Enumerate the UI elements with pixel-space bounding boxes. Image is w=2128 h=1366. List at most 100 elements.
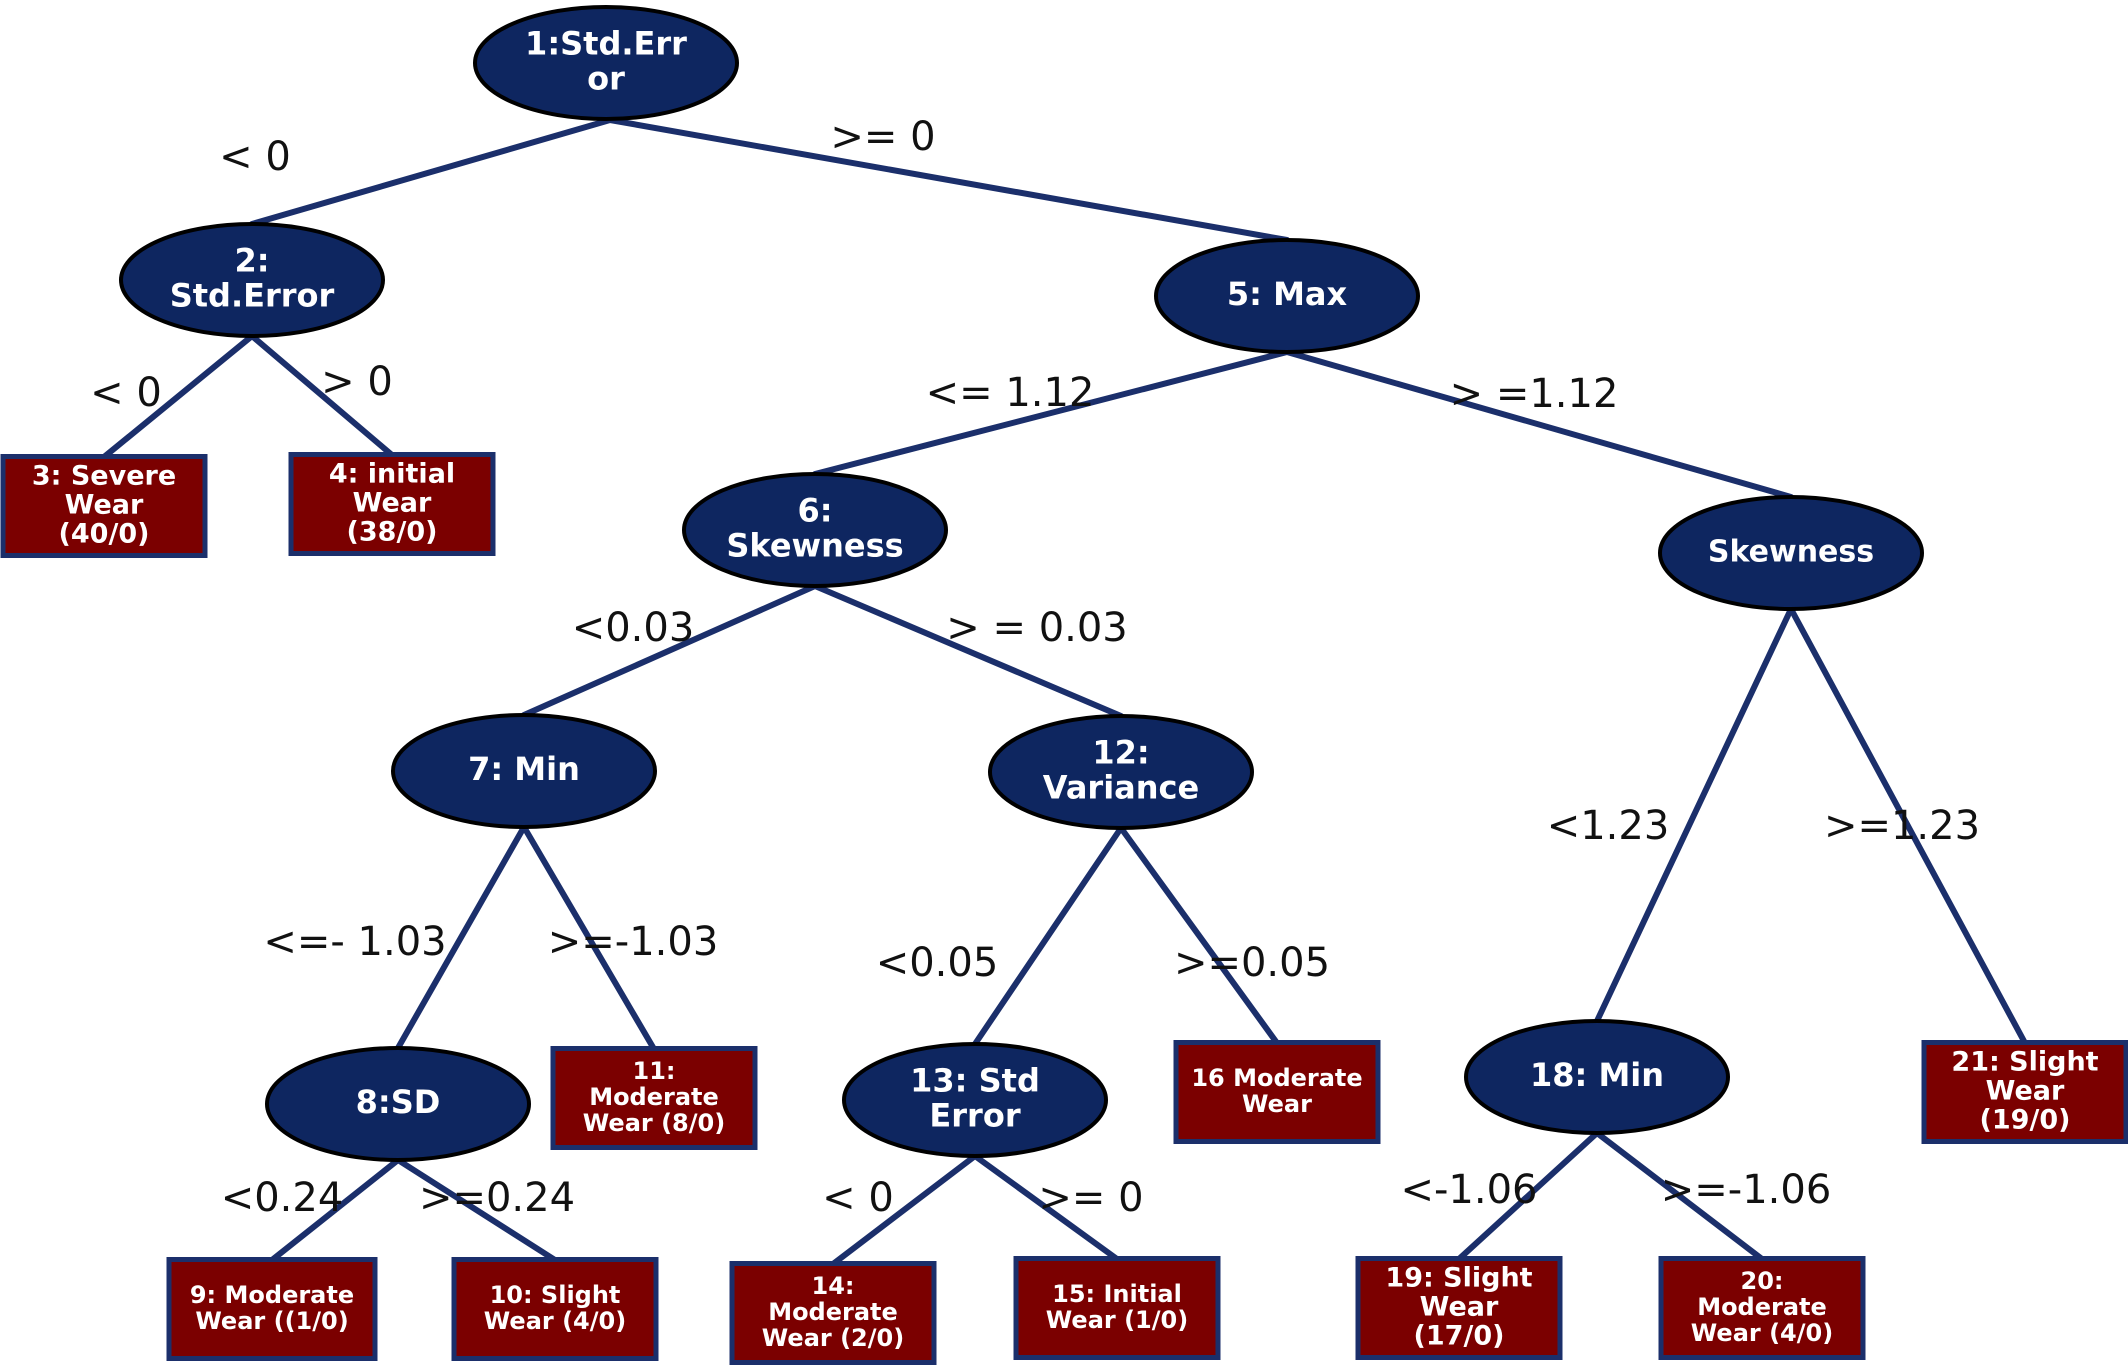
node-box	[1921, 1040, 2128, 1144]
edge-label-n13-n15: >= 0	[1038, 1175, 1143, 1221]
edge-n13-n14	[830, 1153, 978, 1267]
node-label-line: 7: Min	[468, 750, 580, 788]
node-box	[166, 1257, 378, 1361]
node-label-line: Std.Error	[170, 276, 335, 314]
edge-n1-n2	[249, 117, 613, 227]
node-label-line: 12:	[1092, 734, 1149, 772]
edge-n6-n7	[521, 583, 818, 718]
node-ellipse	[1464, 1019, 1730, 1135]
edge-label-n2-n3: < 0	[90, 370, 162, 416]
edge-n18-n20	[1594, 1130, 1765, 1262]
node-label-line: 5: Max	[1227, 275, 1348, 313]
node-label-line: 16 Moderate	[1191, 1064, 1362, 1092]
node-box	[1355, 1256, 1563, 1360]
node-ellipse	[988, 714, 1254, 830]
node-label-line: 6:	[797, 492, 832, 530]
node-label-line: (40/0)	[59, 519, 150, 550]
edge-n1-n5	[607, 117, 1290, 243]
node-ellipse	[119, 222, 385, 338]
node-label-line: 4: initial	[329, 458, 455, 489]
edge-label-n5-n6: <= 1.12	[926, 370, 1095, 416]
node-label-line: 18: Min	[1530, 1056, 1664, 1094]
node-label-line: Wear (8/0)	[583, 1109, 725, 1137]
node-ellipse	[682, 472, 948, 588]
node-label-line: Wear	[1986, 1076, 2065, 1107]
node-label-line: (19/0)	[1980, 1105, 2071, 1136]
edge-nskew-n18	[1594, 606, 1794, 1024]
node-ellipse	[1658, 495, 1924, 611]
node-label-line: 3: Severe	[32, 460, 176, 491]
node-label-line: Wear ((1/0)	[195, 1307, 348, 1335]
edge-label-n5-nskew: > =1.12	[1450, 371, 1619, 417]
node-label-line: 21: Slight	[1951, 1046, 2098, 1077]
edge-label-nskew-n21: >=1.23	[1824, 803, 1980, 849]
node-ellipse	[473, 5, 739, 121]
edge-label-n2-n4: > 0	[321, 359, 393, 405]
node-label-line: or	[587, 59, 625, 97]
node-label-line: Wear (4/0)	[484, 1307, 626, 1335]
node-box	[451, 1257, 659, 1361]
node-label-line: Moderate	[768, 1298, 898, 1326]
node-ellipse	[842, 1042, 1108, 1158]
node-box	[729, 1261, 937, 1365]
edge-n2-n4	[249, 333, 395, 458]
node-label-line: 2:	[234, 242, 269, 280]
node-label-line: 1:Std.Err	[525, 25, 687, 63]
edge-n8-n10	[395, 1157, 558, 1263]
node-label-line: 14:	[812, 1272, 855, 1300]
node-label-line: Skewness	[726, 526, 903, 564]
node-ellipse	[1154, 238, 1420, 354]
node-label-line: 19: Slight	[1385, 1262, 1532, 1293]
edge-label-n8-n9: <0.24	[221, 1175, 344, 1221]
node-label-line: 15: Initial	[1052, 1280, 1182, 1308]
node-label-line: 13: Std	[910, 1062, 1040, 1100]
edge-n5-nskew	[1284, 349, 1794, 500]
node-box	[0, 454, 208, 558]
decision-node-nskew: Skewness	[1658, 495, 1924, 611]
node-label-line: 11:	[633, 1057, 676, 1085]
edge-label-n12-n13: <0.05	[876, 940, 999, 986]
node-label-line: Wear (4/0)	[1691, 1319, 1833, 1347]
decision-node-n5: 5: Max	[1154, 238, 1420, 354]
node-label-line: 10: Slight	[490, 1281, 621, 1309]
node-label-line: Wear (2/0)	[762, 1324, 904, 1352]
edge-label-n12-n16: >=0.05	[1174, 940, 1330, 986]
decision-node-n6: 6:Skewness	[682, 472, 948, 588]
node-ellipse	[391, 713, 657, 829]
node-label-line: Moderate	[589, 1083, 719, 1111]
edge-label-n18-n19: <-1.06	[1400, 1167, 1537, 1213]
node-label-line: Wear	[65, 490, 144, 521]
node-label-line: Wear	[353, 488, 432, 519]
decision-node-n18: 18: Min	[1464, 1019, 1730, 1135]
decision-node-n7: 7: Min	[391, 713, 657, 829]
node-ellipse	[265, 1046, 531, 1162]
node-label-line: 20:	[1741, 1267, 1784, 1295]
node-box	[550, 1046, 758, 1150]
node-label-line: Moderate	[1697, 1293, 1827, 1321]
edge-n12-n13	[972, 825, 1124, 1047]
node-label-line: Wear (1/0)	[1046, 1306, 1188, 1334]
edge-nskew-n21	[1788, 606, 2028, 1046]
decision-node-n12: 12:Variance	[988, 714, 1254, 830]
edge-n7-n8	[395, 824, 527, 1051]
decision-node-n1: 1:Std.Error	[473, 5, 739, 121]
edge-label-n1-n5: >= 0	[830, 114, 935, 160]
edge-n8-n9	[269, 1157, 401, 1263]
edge-label-n18-n20: >=-1.06	[1661, 1167, 1832, 1213]
node-label-line: (38/0)	[347, 517, 438, 548]
edge-n6-n12	[812, 583, 1124, 719]
edge-n2-n3	[101, 333, 255, 460]
